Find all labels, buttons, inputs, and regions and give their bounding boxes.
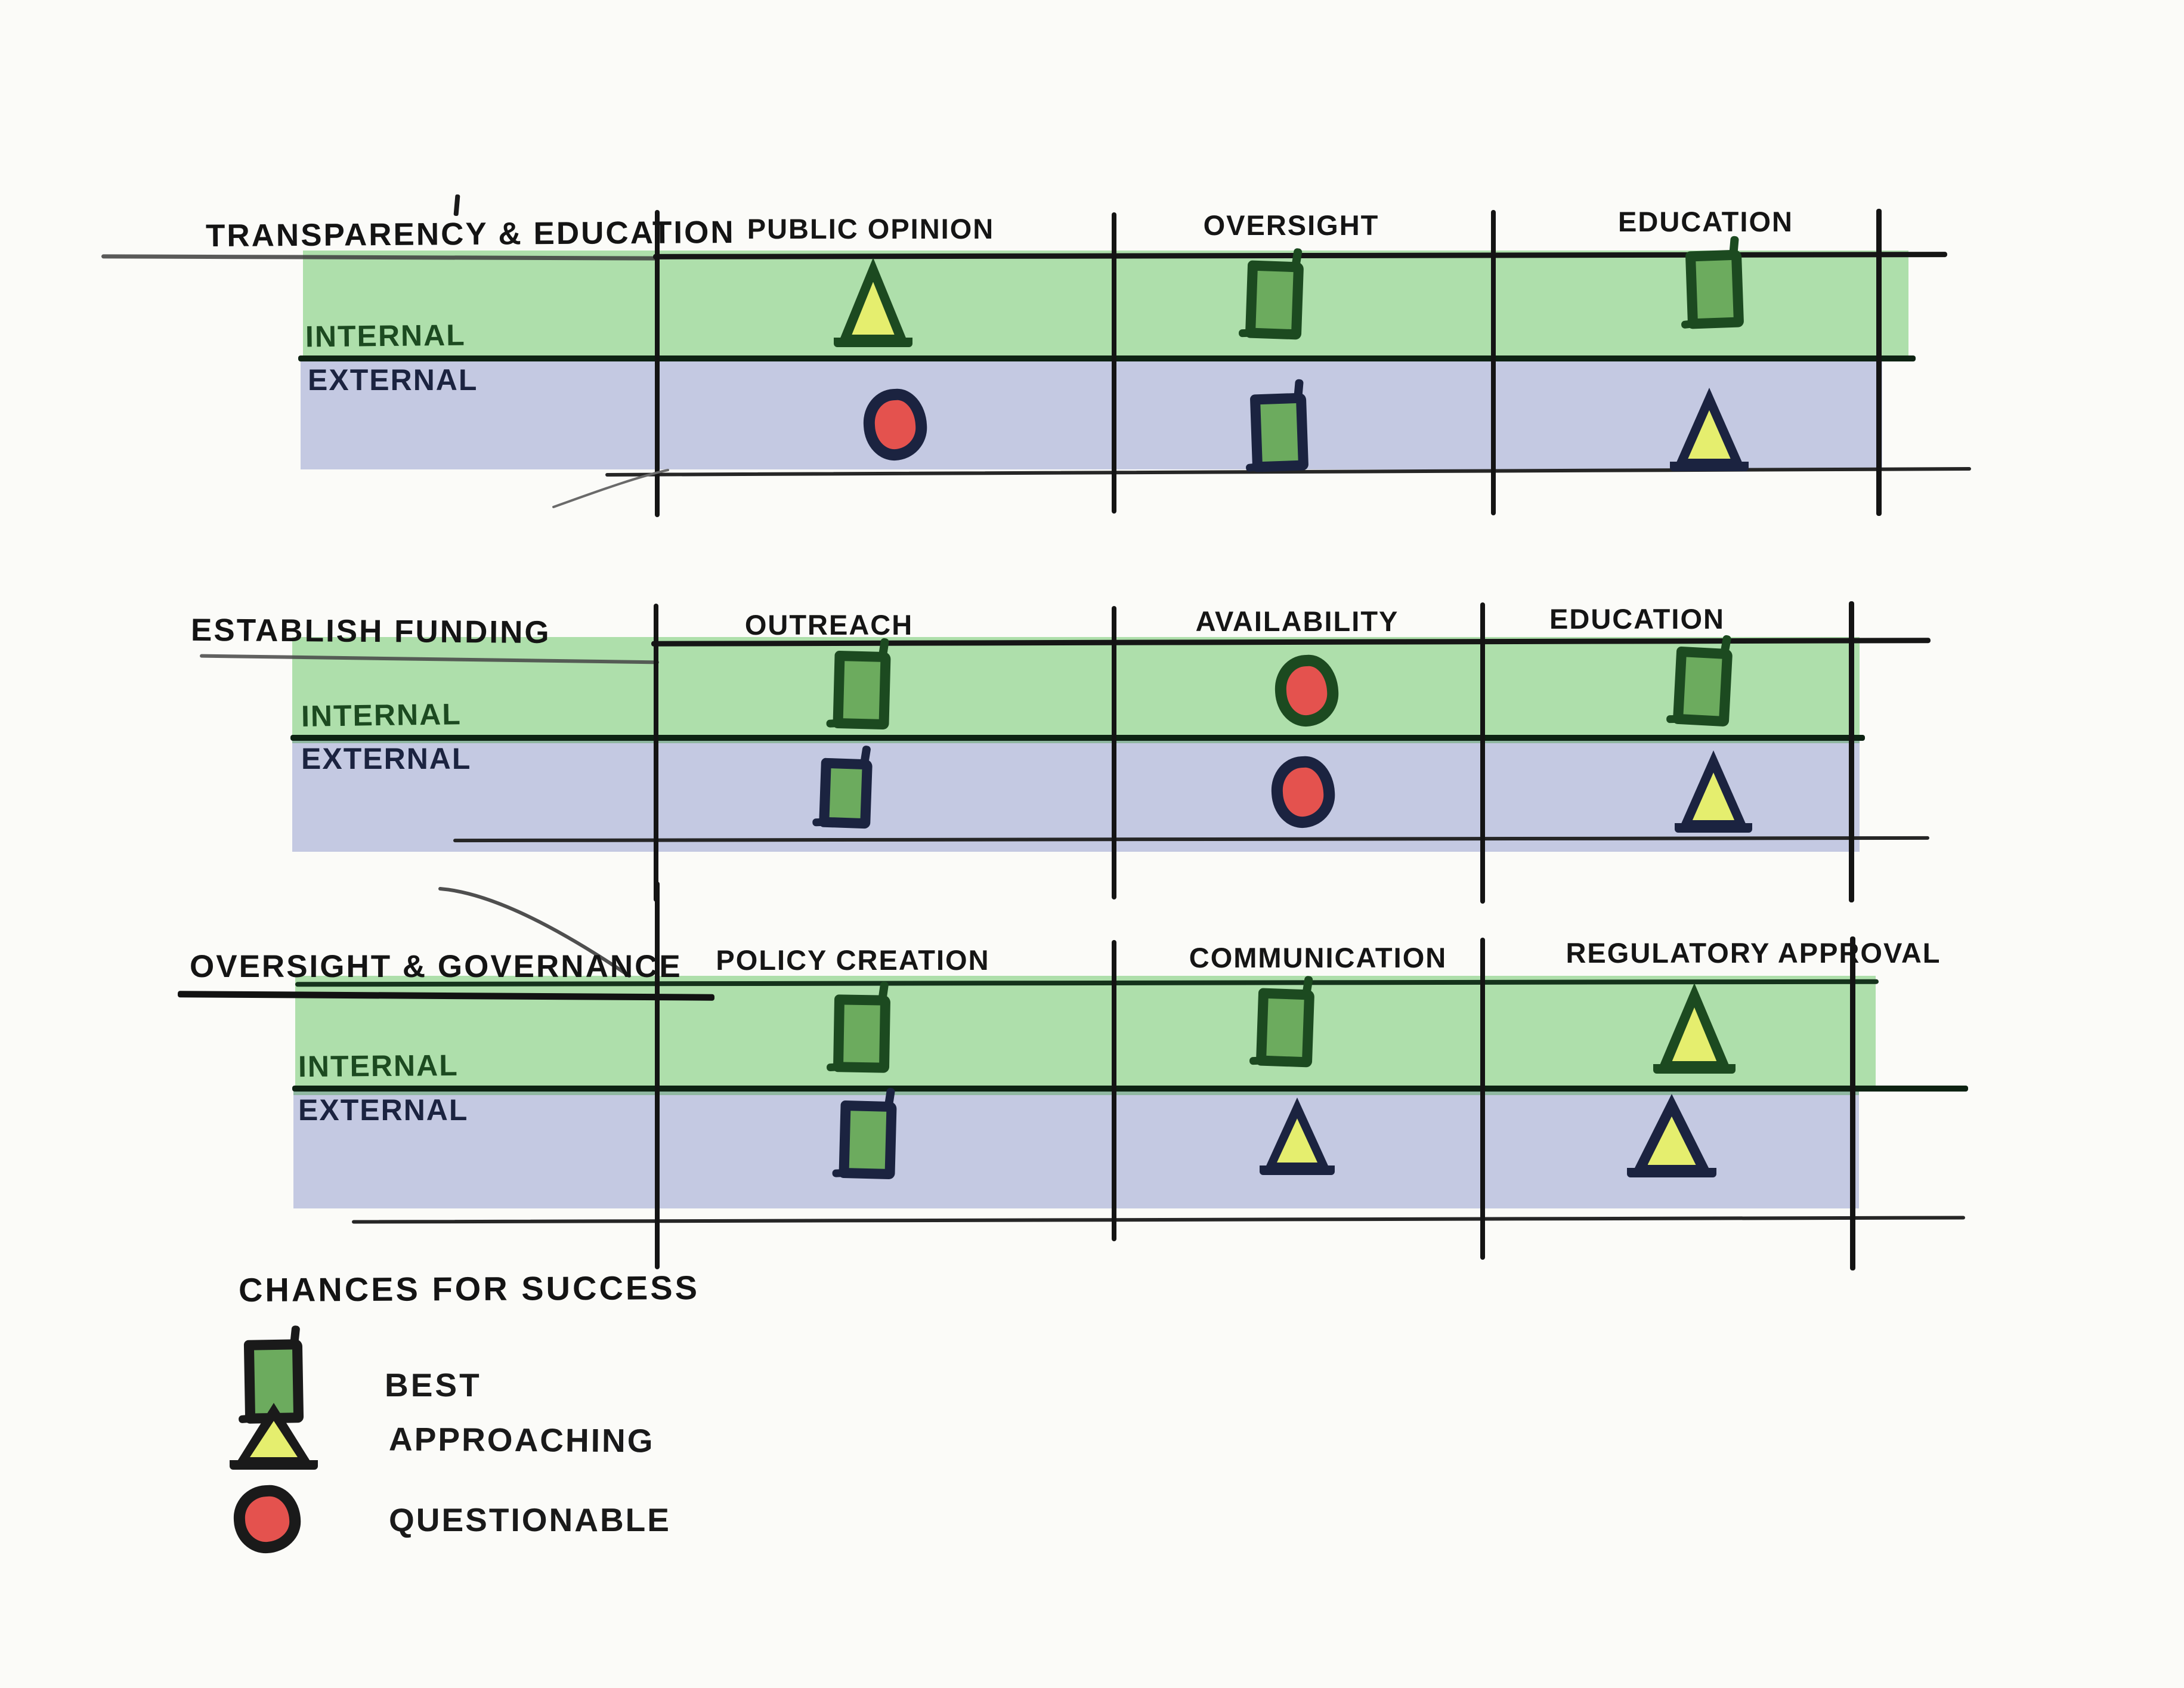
pencil-stroke bbox=[552, 469, 669, 508]
t3-external-policy-creation-symbol bbox=[839, 1100, 897, 1180]
t1-col-education: EDUCATION bbox=[1618, 206, 1793, 237]
t3-external-communication-symbol bbox=[1260, 1097, 1335, 1175]
pencil-squiggle bbox=[438, 887, 631, 978]
t2-external-education-symbol bbox=[1675, 750, 1752, 833]
t3-grid-line-4 bbox=[1850, 936, 1855, 1270]
t1-internal-education-symbol bbox=[1685, 249, 1744, 329]
t2-grid-line-2 bbox=[1112, 606, 1116, 899]
t1-internal-row-band bbox=[303, 251, 1908, 360]
t1-internal-public-opinion-symbol bbox=[834, 258, 912, 347]
t3-mid-rule bbox=[292, 1086, 1968, 1092]
legend-questionable-label: QUESTIONABLE bbox=[389, 1501, 671, 1538]
t1-external-label: EXTERNAL bbox=[308, 363, 478, 397]
t2-mid-rule bbox=[290, 735, 1865, 741]
legend-approaching-label: APPROACHING bbox=[388, 1420, 655, 1460]
t3-external-label: EXTERNAL bbox=[298, 1093, 469, 1127]
t2-col-availability: AVAILABILITY bbox=[1195, 605, 1399, 637]
t3-internal-label: INTERNAL bbox=[298, 1048, 459, 1084]
t2-title: ESTABLISH FUNDING bbox=[190, 612, 551, 651]
t1-external-education-symbol bbox=[1670, 388, 1749, 471]
t1-external-oversight-symbol bbox=[1249, 392, 1309, 472]
legend-questionable-swatch bbox=[232, 1483, 302, 1555]
t3-grid-line-2 bbox=[1112, 940, 1116, 1241]
t3-bottom-rule bbox=[351, 1216, 1966, 1224]
t1-mid-rule bbox=[298, 355, 1916, 361]
t1-col-public-opinion: PUBLIC OPINION bbox=[747, 213, 995, 245]
legend-title: CHANCES FOR SUCCESS bbox=[238, 1268, 700, 1309]
t2-internal-education-symbol bbox=[1672, 646, 1733, 727]
t2-internal-outreach-symbol bbox=[833, 650, 891, 730]
t2-external-label: EXTERNAL bbox=[301, 742, 472, 775]
t3-internal-communication-symbol bbox=[1255, 988, 1315, 1068]
t2-internal-row-band bbox=[292, 637, 1860, 738]
t1-grid-line-2 bbox=[1112, 212, 1116, 514]
t2-col-outreach: OUTREACH bbox=[744, 609, 914, 641]
t3-grid-line-1 bbox=[655, 882, 660, 1269]
t2-grid-line-4 bbox=[1849, 601, 1854, 902]
pencil-tick bbox=[453, 194, 460, 217]
t3-internal-regulatory-approval-symbol bbox=[1653, 983, 1736, 1074]
legend-approaching-swatch bbox=[230, 1403, 318, 1470]
t1-grid-line-4 bbox=[1876, 209, 1882, 516]
t2-grid-line-1 bbox=[654, 604, 658, 902]
t3-col-communication: COMMUNICATION bbox=[1189, 942, 1447, 973]
t2-col-education: EDUCATION bbox=[1549, 603, 1725, 635]
t2-external-row-band bbox=[292, 738, 1860, 852]
t1-external-row-band bbox=[301, 360, 1882, 469]
t3-grid-line-3 bbox=[1480, 938, 1485, 1260]
t1-internal-label: INTERNAL bbox=[305, 318, 466, 354]
t1-internal-oversight-symbol bbox=[1245, 260, 1304, 340]
t3-title: OVERSIGHT & GOVERNANCE bbox=[190, 949, 682, 984]
t1-grid-line-1 bbox=[655, 210, 660, 517]
t3-col-policy-creation: POLICY CREATION bbox=[716, 944, 990, 976]
t3-external-row-band bbox=[293, 1090, 1859, 1208]
t2-external-outreach-symbol bbox=[819, 758, 873, 829]
t3-col-regulatory-approval: REGULATORY APPROVAL bbox=[1566, 937, 1941, 969]
t1-col-oversight: OVERSIGHT bbox=[1203, 209, 1379, 241]
t3-external-regulatory-approval-symbol bbox=[1627, 1094, 1716, 1177]
t1-grid-line-3 bbox=[1491, 210, 1496, 515]
t2-grid-line-3 bbox=[1480, 602, 1485, 904]
t3-internal-policy-creation-symbol bbox=[833, 994, 891, 1073]
legend-best-label: BEST bbox=[385, 1367, 482, 1403]
t2-internal-label: INTERNAL bbox=[301, 697, 462, 733]
